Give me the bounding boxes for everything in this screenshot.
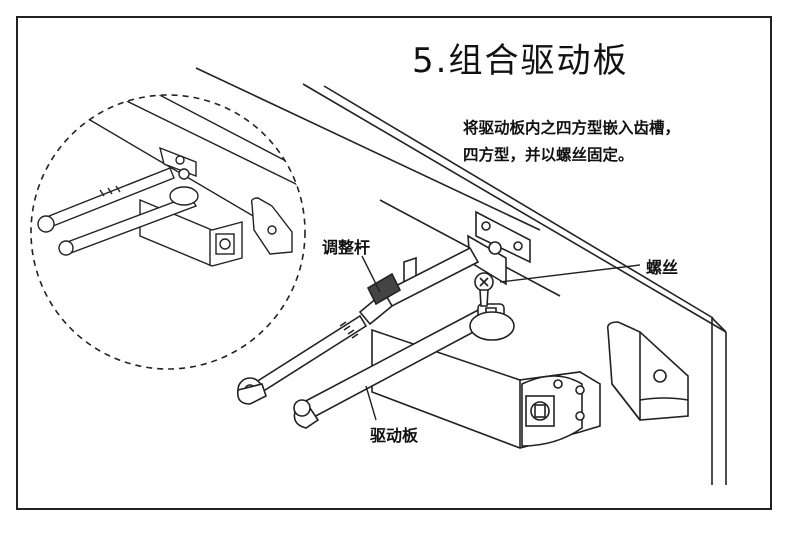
label-drive-plate: 驱动板 (370, 426, 419, 445)
callout-leaders (361, 255, 641, 421)
label-screw: 螺丝 (646, 258, 679, 277)
adjust-rod (236, 246, 480, 405)
instruction-line-2: 四方型，并以螺丝固定。 (463, 146, 634, 164)
closer-body (371, 256, 601, 449)
instruction-text: 将驱动板内之四方型嵌入齿槽， 四方型，并以螺丝固定。 (463, 115, 680, 169)
door-frame-lines (195, 67, 727, 485)
figure-border (16, 16, 772, 510)
label-adjust-rod: 调整杆 (322, 238, 371, 257)
screw (474, 272, 494, 307)
instruction-line-1: 将驱动板内之四方型嵌入齿槽， (463, 119, 681, 137)
page-title: 5.组合驱动板 (412, 41, 629, 81)
arm-bracket (467, 210, 531, 286)
drive-plate (293, 303, 515, 429)
stop-bracket (606, 321, 689, 421)
detail-view (37, 95, 305, 267)
